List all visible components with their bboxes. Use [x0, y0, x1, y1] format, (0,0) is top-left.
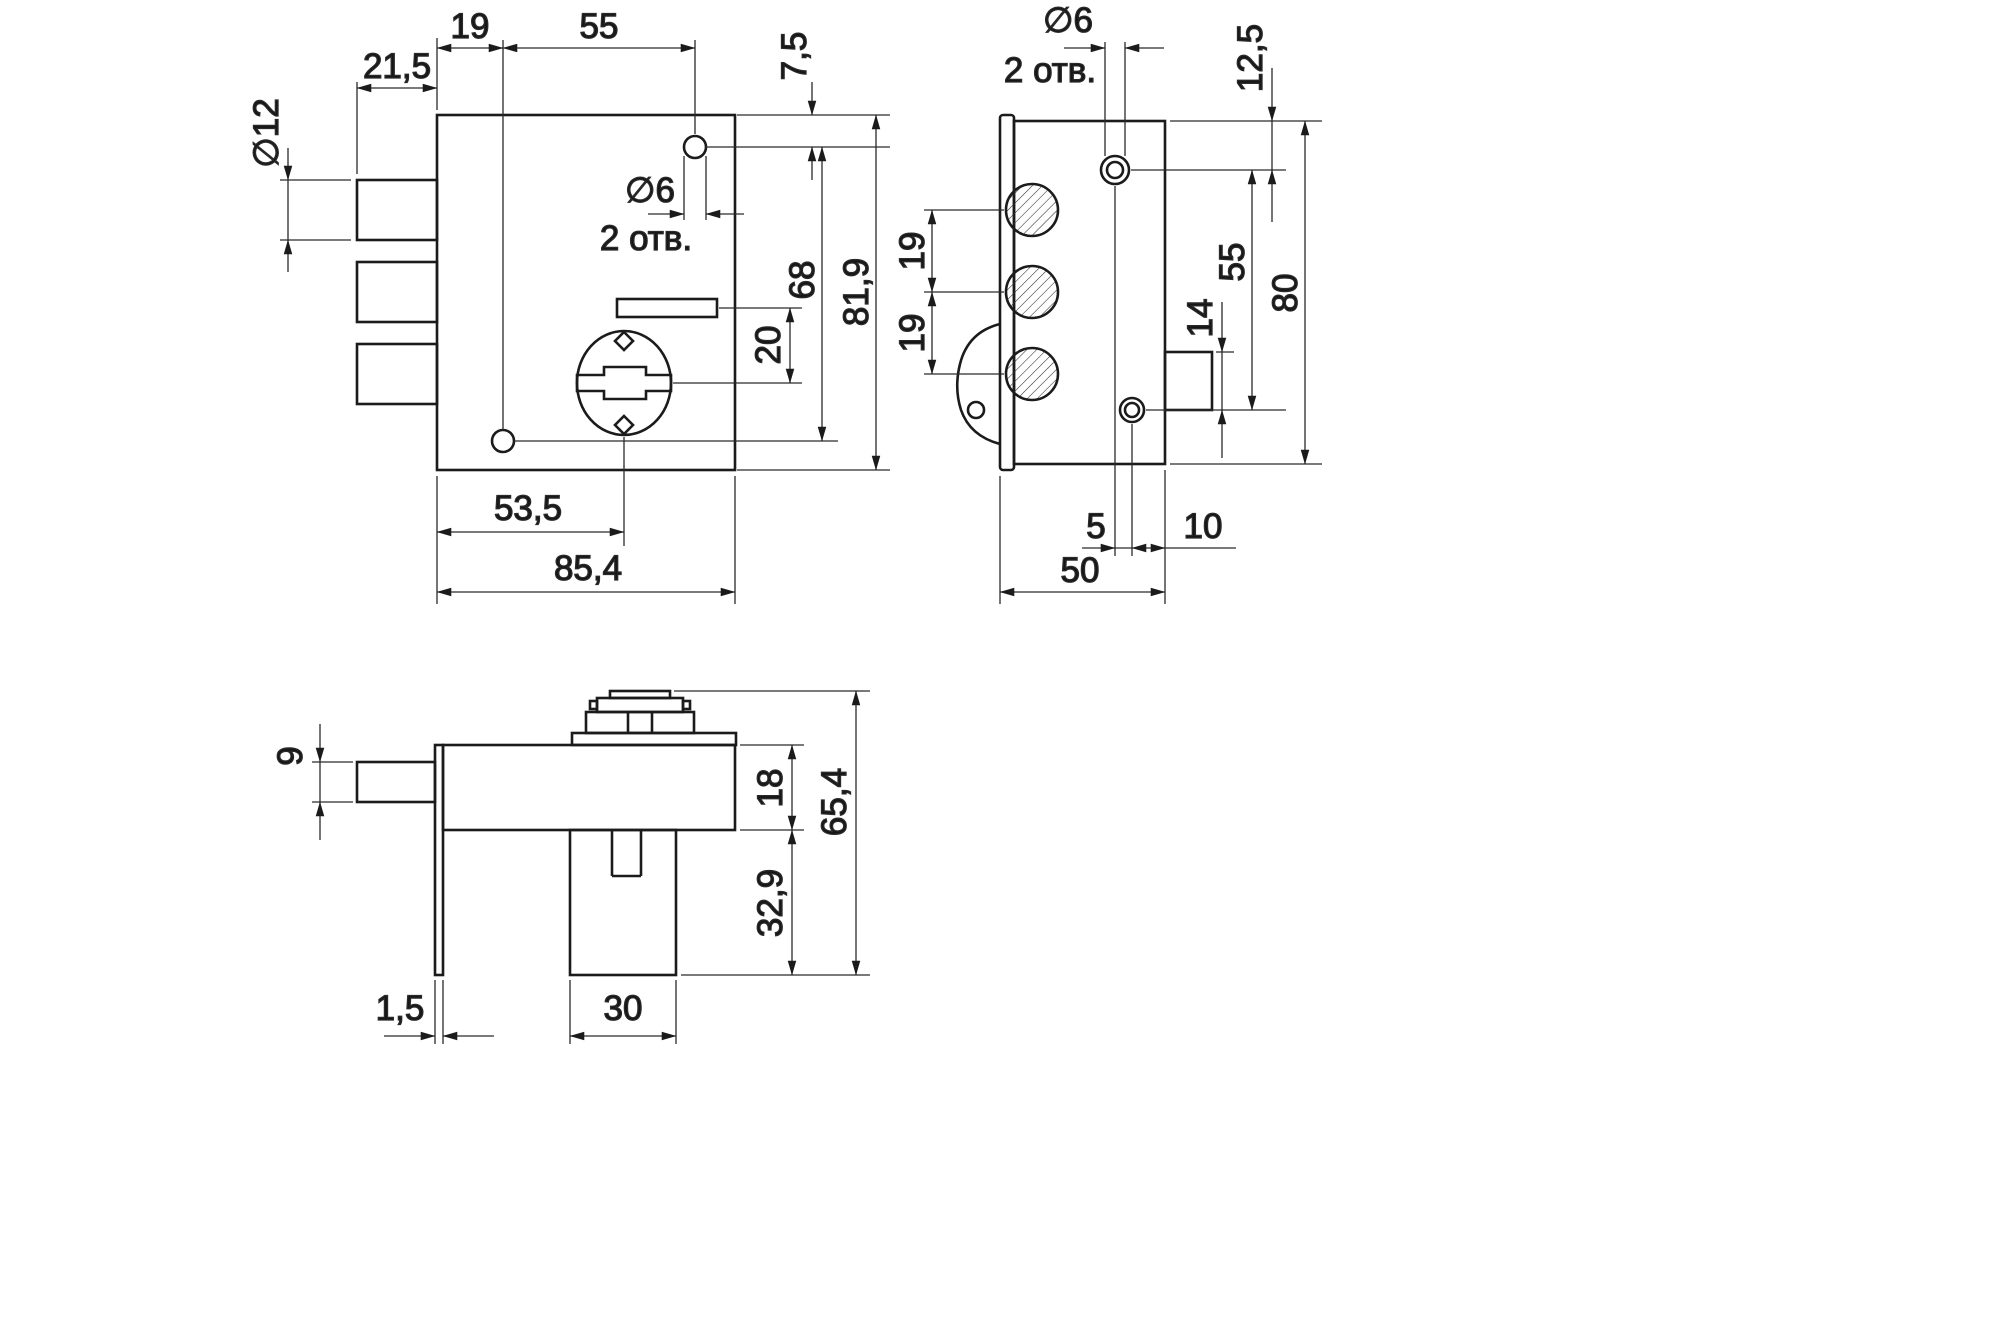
dim-front-holes-span: 68 [783, 261, 822, 300]
cylinder-tab-right [681, 699, 692, 711]
bottom-view: 9 1,5 30 18 32,9 65,4 [270, 689, 870, 1044]
screw-hole-bottom-inner [1123, 401, 1141, 419]
dim-bottom-bolt-thickness: 9 [271, 746, 310, 765]
cylinder-cap [595, 696, 685, 714]
side-view: ∅6 2 отв. 12,5 19 19 14 55 80 5 10 50 [892, 0, 1322, 604]
mount-hole-top [682, 134, 708, 160]
dim-side-hole-top-offset: 12,5 [1231, 24, 1270, 92]
bolt-3-section [1004, 346, 1060, 402]
dim-side-hole-count: 2 отв. [1004, 51, 1096, 90]
dim-side-hole-diameter: ∅6 [1043, 1, 1093, 40]
cylinder-mid [584, 710, 696, 735]
bolt-1-section [1004, 182, 1060, 238]
dim-side-hole-offset: 5 [1086, 507, 1105, 546]
dim-bottom-body-thickness: 18 [751, 769, 790, 808]
screw-hole-top-inner [1105, 160, 1125, 180]
dim-front-hole-left-offset: 19 [451, 7, 490, 46]
bottom-view-dimensions: 9 1,5 30 18 32,9 65,4 [270, 690, 870, 1044]
dim-side-boss-height: 14 [1181, 299, 1220, 338]
keyhole-housing [568, 828, 678, 977]
dim-front-hole-spacing: 55 [580, 7, 619, 46]
dim-front-bolt-protrusion: 21,5 [363, 47, 431, 86]
bolt-bottom [355, 760, 437, 804]
dim-front-body-width: 85,4 [554, 549, 622, 588]
dim-side-hole-edge-offset: 10 [1184, 507, 1223, 546]
screw-hole-bottom-outer [1118, 396, 1146, 424]
bolt-3-front [355, 342, 439, 406]
dim-front-hole-top-offset: 7,5 [775, 32, 814, 81]
turn-knob-slot [615, 297, 719, 319]
latch-cam [955, 322, 1001, 446]
dim-side-body-depth: 50 [1061, 551, 1100, 590]
front-view-outline [355, 113, 737, 472]
dim-front-bolt-diameter: ∅12 [247, 98, 286, 167]
bolt-2-section [1004, 264, 1060, 320]
escutcheon-screw-bottom [613, 414, 635, 436]
cylinder-escutcheon [575, 329, 673, 437]
dim-front-key-center-offset: 53,5 [494, 489, 562, 528]
dim-side-holes-span: 55 [1213, 243, 1252, 282]
escutcheon-screw-top [613, 330, 635, 352]
cylinder-nub [608, 689, 672, 700]
side-view-dimensions: ∅6 2 отв. 12,5 19 19 14 55 80 5 10 50 [892, 0, 1322, 604]
front-view-dimensions: 21,5 19 55 ∅12 7,5 ∅6 2 отв. 68 81,9 20 … [246, 6, 890, 604]
screw-hole-top-outer [1099, 154, 1131, 186]
dim-front-key-to-slot: 20 [749, 326, 788, 365]
dim-bottom-plate-thickness: 1,5 [376, 989, 425, 1028]
dim-side-body-height: 80 [1266, 274, 1305, 313]
dim-front-hole-count: 2 отв. [600, 219, 692, 258]
cylinder-base [570, 731, 738, 747]
front-view: 21,5 19 55 ∅12 7,5 ∅6 2 отв. 68 81,9 20 … [246, 6, 890, 604]
dim-front-hole-diameter: ∅6 [625, 171, 675, 210]
cylinder-tab-left [588, 699, 599, 711]
bolt-2-front [355, 260, 439, 324]
keyway-slot [575, 365, 673, 401]
lock-body-bottom [441, 743, 737, 832]
dim-side-bolt-pitch-upper: 19 [893, 232, 932, 271]
mount-hole-bottom [490, 428, 516, 454]
bolt-1-front [355, 178, 439, 242]
dim-side-bolt-pitch-lower: 19 [893, 314, 932, 353]
dim-bottom-housing-width: 30 [604, 989, 643, 1028]
bottom-view-outline [355, 689, 738, 977]
lock-body-front [435, 113, 737, 472]
faceplate-bottom [433, 743, 445, 977]
cylinder-boss [1163, 350, 1214, 412]
dim-bottom-housing-height: 32,9 [751, 869, 790, 937]
dim-front-body-height: 81,9 [837, 258, 876, 326]
dim-bottom-overall-height: 65,4 [815, 768, 854, 836]
latch-cam-pin [966, 400, 986, 420]
